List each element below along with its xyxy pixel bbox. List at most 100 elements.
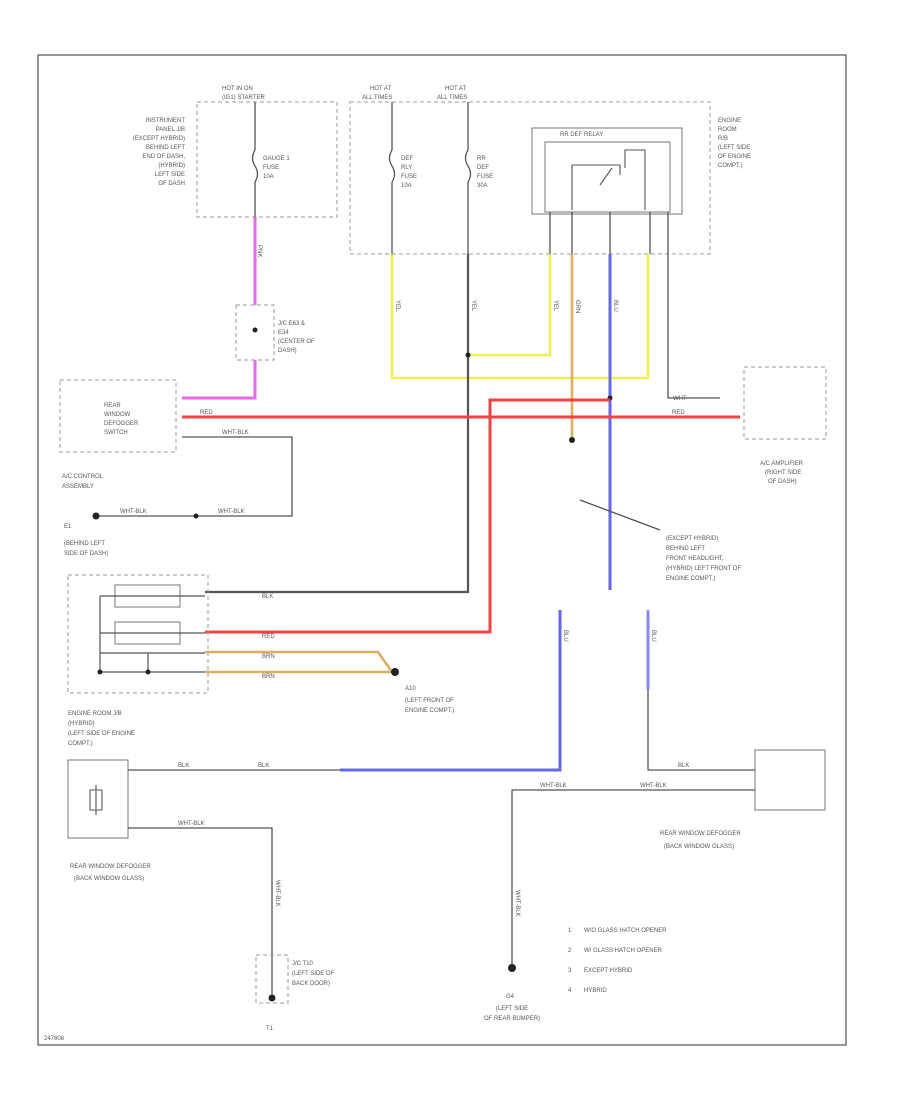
node-grn: [569, 437, 575, 443]
svg-text:RR: RR: [477, 156, 486, 162]
rear-def-left-box: [67, 759, 129, 839]
ground-a10: [391, 668, 399, 676]
hot-label-def-top: HOT AT: [370, 86, 391, 92]
note-num-2: 2: [568, 948, 572, 954]
svg-text:(HYBRID) LEFT FRONT OF: (HYBRID) LEFT FRONT OF: [666, 566, 741, 572]
rr-def-relay-inner: [544, 141, 671, 213]
ground-e1: [92, 512, 100, 520]
g4-location-label: (LEFT SIDE OF REAR BUMPER): [484, 1006, 540, 1022]
svg-text:(HYBRID): (HYBRID): [68, 721, 95, 727]
hot-label-rr-top: HOT AT: [445, 86, 466, 92]
svg-text:(HYBRID): (HYBRID): [158, 163, 185, 169]
svg-text:REAR: REAR: [104, 403, 121, 409]
engine-room-rb-label: ENGINE ROOM R/B (LEFT SIDE OF ENGINE COM…: [718, 118, 751, 169]
instrument-panel-jb-box: [196, 101, 338, 218]
svg-text:BEHIND LEFT: BEHIND LEFT: [146, 145, 185, 151]
jc-e63-box: [235, 304, 275, 361]
wire-label-wht-blk5: WHT-BLK: [274, 880, 280, 907]
wire-label-red3: RED: [262, 634, 275, 640]
wire-label-blk1: BLK: [262, 594, 273, 600]
svg-text:SIDE OF DASH): SIDE OF DASH): [64, 551, 108, 557]
rear-def-right-label: REAR WINDOW DEFOGGER (BACK WINDOW GLASS): [660, 831, 741, 850]
g4-label: G4: [506, 994, 515, 1000]
svg-text:(BEHIND LEFT: (BEHIND LEFT: [64, 541, 105, 547]
def-rly-fuse-label: DEF RLY FUSE 10A: [401, 156, 417, 189]
wire-label-blu3: BLU: [650, 630, 656, 642]
svg-text:COMPT.): COMPT.): [68, 741, 93, 747]
svg-text:COMPT.): COMPT.): [718, 163, 743, 169]
svg-text:ENGINE ROOM J/B: ENGINE ROOM J/B: [68, 711, 122, 717]
ac-amplifier-label: A/C AMPLIFIER (RIGHT SIDE OF DASH): [760, 461, 804, 485]
svg-text:OF DASH): OF DASH): [768, 479, 797, 485]
wire-wht-blk-4: [128, 827, 273, 998]
wire-label-blk2: BLK: [178, 763, 189, 769]
wire-wht: [667, 254, 720, 399]
wire-blk-gray: [205, 254, 470, 594]
wire-label-blu2: BLU: [562, 630, 568, 642]
engine-jb-node-1: [97, 669, 103, 675]
wire-label-wht-blk6: WHT-BLK: [540, 783, 567, 789]
rear-def-switch-label: REAR WINDOW DEFOGGER SWITCH: [104, 403, 139, 436]
wire-wht-blk-1: [96, 436, 293, 517]
engine-room-rb-box: [349, 101, 711, 255]
hot-label-def-bot: ALL TIMES: [362, 95, 392, 101]
wire-label-brn1: BRN: [262, 654, 275, 660]
rr-def-relay-label: RR DEF RELAY: [560, 132, 603, 138]
wire-label-wht-blk4: WHT-BLK: [178, 821, 205, 827]
wire-label-blk4: BLK: [678, 763, 689, 769]
svg-text:(CENTER OF: (CENTER OF: [278, 339, 315, 345]
ac-amplifier-box: [743, 366, 827, 440]
wire-label-wht-blk1: WHT-BLK: [222, 430, 249, 436]
svg-text:RLY: RLY: [401, 165, 412, 171]
svg-text:(LEFT SIDE: (LEFT SIDE: [496, 1006, 528, 1012]
engine-jb-node-2: [145, 669, 151, 675]
svg-text:REAR WINDOW DEFOGGER: REAR WINDOW DEFOGGER: [660, 831, 741, 837]
wire-pnk-2: [182, 360, 257, 400]
svg-text:FUSE: FUSE: [477, 174, 493, 180]
instrument-panel-jb-label: INSTRUMENT PANEL J/B (EXCEPT HYBRID) BEH…: [133, 118, 186, 187]
hot-label-rr-bot: ALL TIMES: [437, 95, 467, 101]
wire-label-grn: GRN: [574, 300, 580, 313]
wire-blu-2: [340, 610, 562, 772]
rr-def-relay-contact: [571, 149, 646, 210]
a10-location-label: (LEFT FRONT OF ENGINE COMPT.): [405, 698, 454, 714]
connector-e1: [193, 513, 199, 519]
svg-text:(LEFT FRONT OF: (LEFT FRONT OF: [405, 698, 454, 704]
ground-t1: [268, 994, 276, 1002]
svg-text:(BACK WINDOW GLASS): (BACK WINDOW GLASS): [664, 844, 734, 850]
rr-def-fuse-icon: [464, 149, 472, 183]
wire-blk-4: [647, 690, 755, 771]
svg-text:(LEFT SIDE: (LEFT SIDE: [718, 145, 750, 151]
svg-text:FUSE: FUSE: [401, 174, 417, 180]
svg-text:LEFT SIDE: LEFT SIDE: [155, 172, 185, 178]
wire-brn-1: [205, 650, 394, 673]
wire-wht-blk-6: [511, 789, 755, 968]
wire-label-blk3: BLK: [258, 763, 269, 769]
svg-text:DEF: DEF: [401, 156, 413, 162]
footer-code: 247608: [44, 1036, 65, 1042]
svg-text:R/B: R/B: [718, 136, 728, 142]
hot-label-gauge-bot: (IG1) STARTER: [222, 95, 265, 101]
node-yel-join: [465, 352, 471, 358]
ground-g4: [508, 964, 516, 972]
svg-text:A/C AMPLIFIER: A/C AMPLIFIER: [760, 461, 804, 467]
svg-text:INSTRUMENT: INSTRUMENT: [146, 118, 186, 124]
rr-def-fuse-label: RR DEF FUSE 30A: [477, 156, 493, 189]
svg-text:30A: 30A: [477, 183, 488, 189]
note-text-1: W/O GLASS HATCH OPENER: [584, 928, 667, 934]
svg-text:FRONT HEADLIGHT,: FRONT HEADLIGHT,: [666, 556, 724, 562]
svg-text:(EXCEPT HYBRID): (EXCEPT HYBRID): [133, 136, 185, 142]
svg-text:A/C CONTROL: A/C CONTROL: [62, 474, 104, 480]
jc-e63-label: J/C E63 & E34 (CENTER OF DASH): [278, 321, 315, 354]
svg-text:ASSEMBLY: ASSEMBLY: [62, 484, 94, 490]
gauge-fuse-label: GAUGE 1 FUSE 10A: [263, 156, 290, 180]
svg-text:END OF DASH,: END OF DASH,: [142, 154, 185, 160]
except-hybrid-leader: [579, 499, 661, 531]
wire-label-wht-blk7: WHT-BLK: [514, 890, 520, 917]
svg-text:WINDOW: WINDOW: [104, 412, 131, 418]
e1-location-label: (BEHIND LEFT SIDE OF DASH): [64, 541, 108, 557]
svg-text:SWITCH: SWITCH: [104, 430, 128, 436]
svg-text:GAUGE 1: GAUGE 1: [263, 156, 290, 162]
svg-text:(EXCEPT HYBRID): (EXCEPT HYBRID): [666, 536, 718, 542]
ac-control-label: A/C CONTROL ASSEMBLY: [62, 474, 104, 490]
